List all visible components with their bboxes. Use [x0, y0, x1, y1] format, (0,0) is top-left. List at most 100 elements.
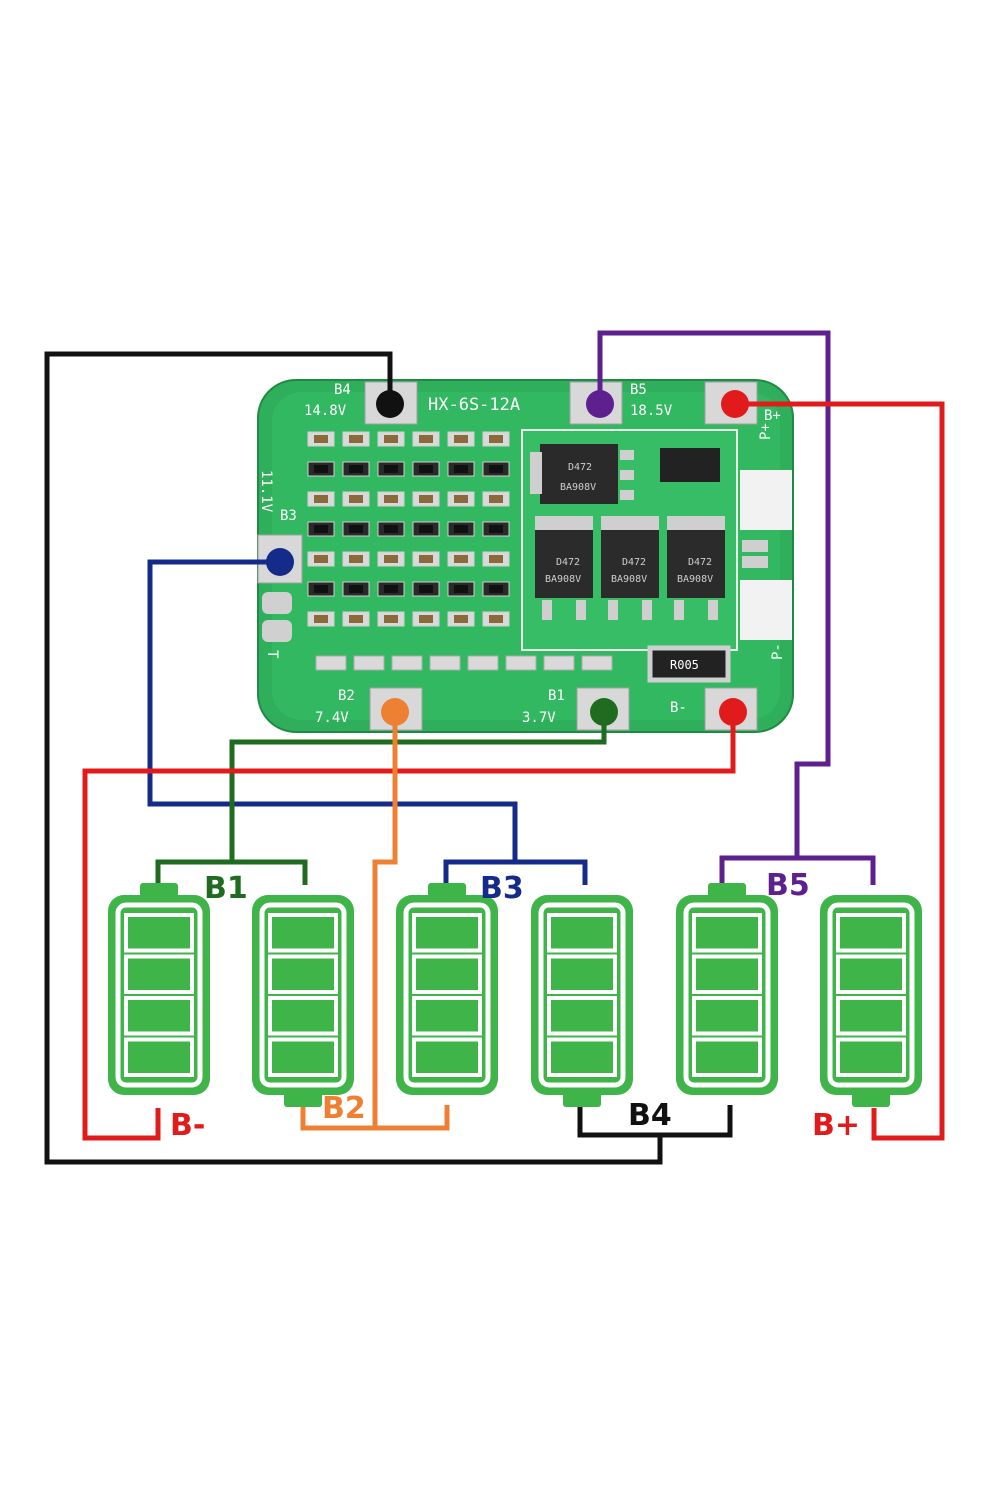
wire-b5 — [597, 330, 831, 858]
mosfet-1-code: D472 — [556, 557, 580, 568]
battery-level-bar — [412, 996, 482, 1036]
smd-component — [467, 655, 499, 671]
wire-b1-bracket — [155, 859, 308, 885]
pad-b1-voltage: 3.7V — [522, 710, 556, 726]
battery-level-bar — [268, 996, 338, 1036]
battery-level-bar — [124, 996, 194, 1036]
pad-bplus-name: B+ — [764, 408, 781, 424]
battery-level-bar — [692, 913, 762, 953]
pminus-pad-area — [740, 580, 792, 640]
pad-b3-voltage: 11.1V — [258, 470, 274, 513]
mosfet-3-code: D472 — [688, 557, 712, 568]
battery-level-bar — [547, 1037, 617, 1077]
label-b4: B4 — [628, 1098, 672, 1133]
smd-component — [429, 655, 461, 671]
component-grid — [307, 431, 613, 671]
wire-bminus — [82, 712, 736, 1141]
ic-chip — [660, 448, 720, 482]
wire-bplus — [735, 401, 945, 1141]
battery-level-bar — [124, 954, 194, 994]
battery-cell-6 — [820, 895, 922, 1107]
wire-b3 — [147, 559, 518, 862]
label-b1: B1 — [204, 871, 248, 906]
mosfet-2-sub: BA908V — [611, 574, 647, 585]
battery-cell-2 — [252, 895, 354, 1107]
smd-component — [315, 655, 347, 671]
mosfet-1-sub: BA908V — [545, 574, 581, 585]
wire-b5-bracket — [719, 855, 876, 885]
pad-pminus-name: P- — [770, 643, 786, 660]
pad-b3-name: B3 — [280, 508, 297, 524]
mosfet-2: D472 BA908V — [601, 516, 659, 620]
label-b3: B3 — [480, 871, 524, 906]
pad-dots — [266, 390, 749, 726]
pad-b1-name: B1 — [548, 688, 565, 704]
battery-level-bar — [268, 954, 338, 994]
smd-component — [353, 655, 385, 671]
pad-b4-voltage: 14.8V — [304, 403, 347, 419]
dot-bminus — [719, 698, 747, 726]
board-model: HX-6S-12A — [428, 395, 520, 415]
battery-level-bar — [124, 1037, 194, 1077]
dot-b2 — [381, 698, 409, 726]
pplus-pad-area — [740, 470, 792, 530]
battery-level-bar — [268, 1037, 338, 1077]
wire-b2-bracket — [300, 1105, 450, 1131]
mosfet-3: D472 BA908V — [667, 516, 725, 620]
pad-t-name: T — [264, 650, 280, 659]
pad-b5-voltage: 18.5V — [630, 403, 673, 419]
wire-b4 — [44, 351, 663, 1165]
smd-component — [581, 655, 613, 671]
dot-b5 — [586, 390, 614, 418]
pad-b5-name: B5 — [630, 382, 647, 398]
pad-b2-voltage: 7.4V — [315, 710, 349, 726]
battery-pack — [108, 883, 922, 1107]
shunt-resistor — [647, 645, 731, 683]
top-chip — [540, 444, 618, 504]
mosfet-3-sub: BA908V — [677, 574, 713, 585]
battery-level-bar — [547, 996, 617, 1036]
battery-level-bar — [836, 996, 906, 1036]
battery-level-bar — [692, 954, 762, 994]
battery-level-bar — [692, 1037, 762, 1077]
battery-level-bar — [412, 913, 482, 953]
wire-b3-bracket — [443, 859, 588, 885]
pad-t2 — [262, 620, 292, 642]
resistor-code: R005 — [670, 658, 699, 672]
battery-level-bar — [547, 913, 617, 953]
label-b5: B5 — [766, 868, 810, 903]
wire-labels: B1 B3 B5 B2 B4 B- B+ — [170, 868, 860, 1143]
dot-bplus — [721, 390, 749, 418]
battery-level-bar — [124, 913, 194, 953]
pad-t1 — [262, 592, 292, 614]
battery-level-bar — [836, 913, 906, 953]
smd-component — [391, 655, 423, 671]
battery-level-bar — [836, 954, 906, 994]
label-b2: B2 — [322, 1091, 366, 1126]
battery-level-bar — [836, 1037, 906, 1077]
dot-b4 — [376, 390, 404, 418]
label-bminus: B- — [170, 1108, 205, 1143]
wire-b1 — [229, 712, 607, 862]
dot-b1 — [590, 698, 618, 726]
label-bplus: B+ — [812, 1108, 860, 1143]
battery-cell-3 — [396, 883, 498, 1095]
pad-pplus-name: P+ — [758, 423, 774, 440]
battery-level-bar — [412, 954, 482, 994]
battery-cell-4 — [531, 895, 633, 1107]
battery-cell-5 — [676, 883, 778, 1095]
battery-level-bar — [412, 1037, 482, 1077]
top-chip-sub: BA908V — [560, 482, 596, 493]
top-chip-code: D472 — [568, 462, 592, 473]
smd-component — [543, 655, 575, 671]
wire-b4-bracket — [577, 1105, 733, 1138]
mosfet-1: D472 BA908V — [535, 516, 593, 620]
battery-level-bar — [692, 996, 762, 1036]
wire-b2 — [372, 712, 398, 1128]
battery-level-bar — [268, 913, 338, 953]
battery-level-bar — [547, 954, 617, 994]
wires — [44, 330, 945, 1165]
smd-component — [505, 655, 537, 671]
pad-b4-name: B4 — [334, 382, 351, 398]
